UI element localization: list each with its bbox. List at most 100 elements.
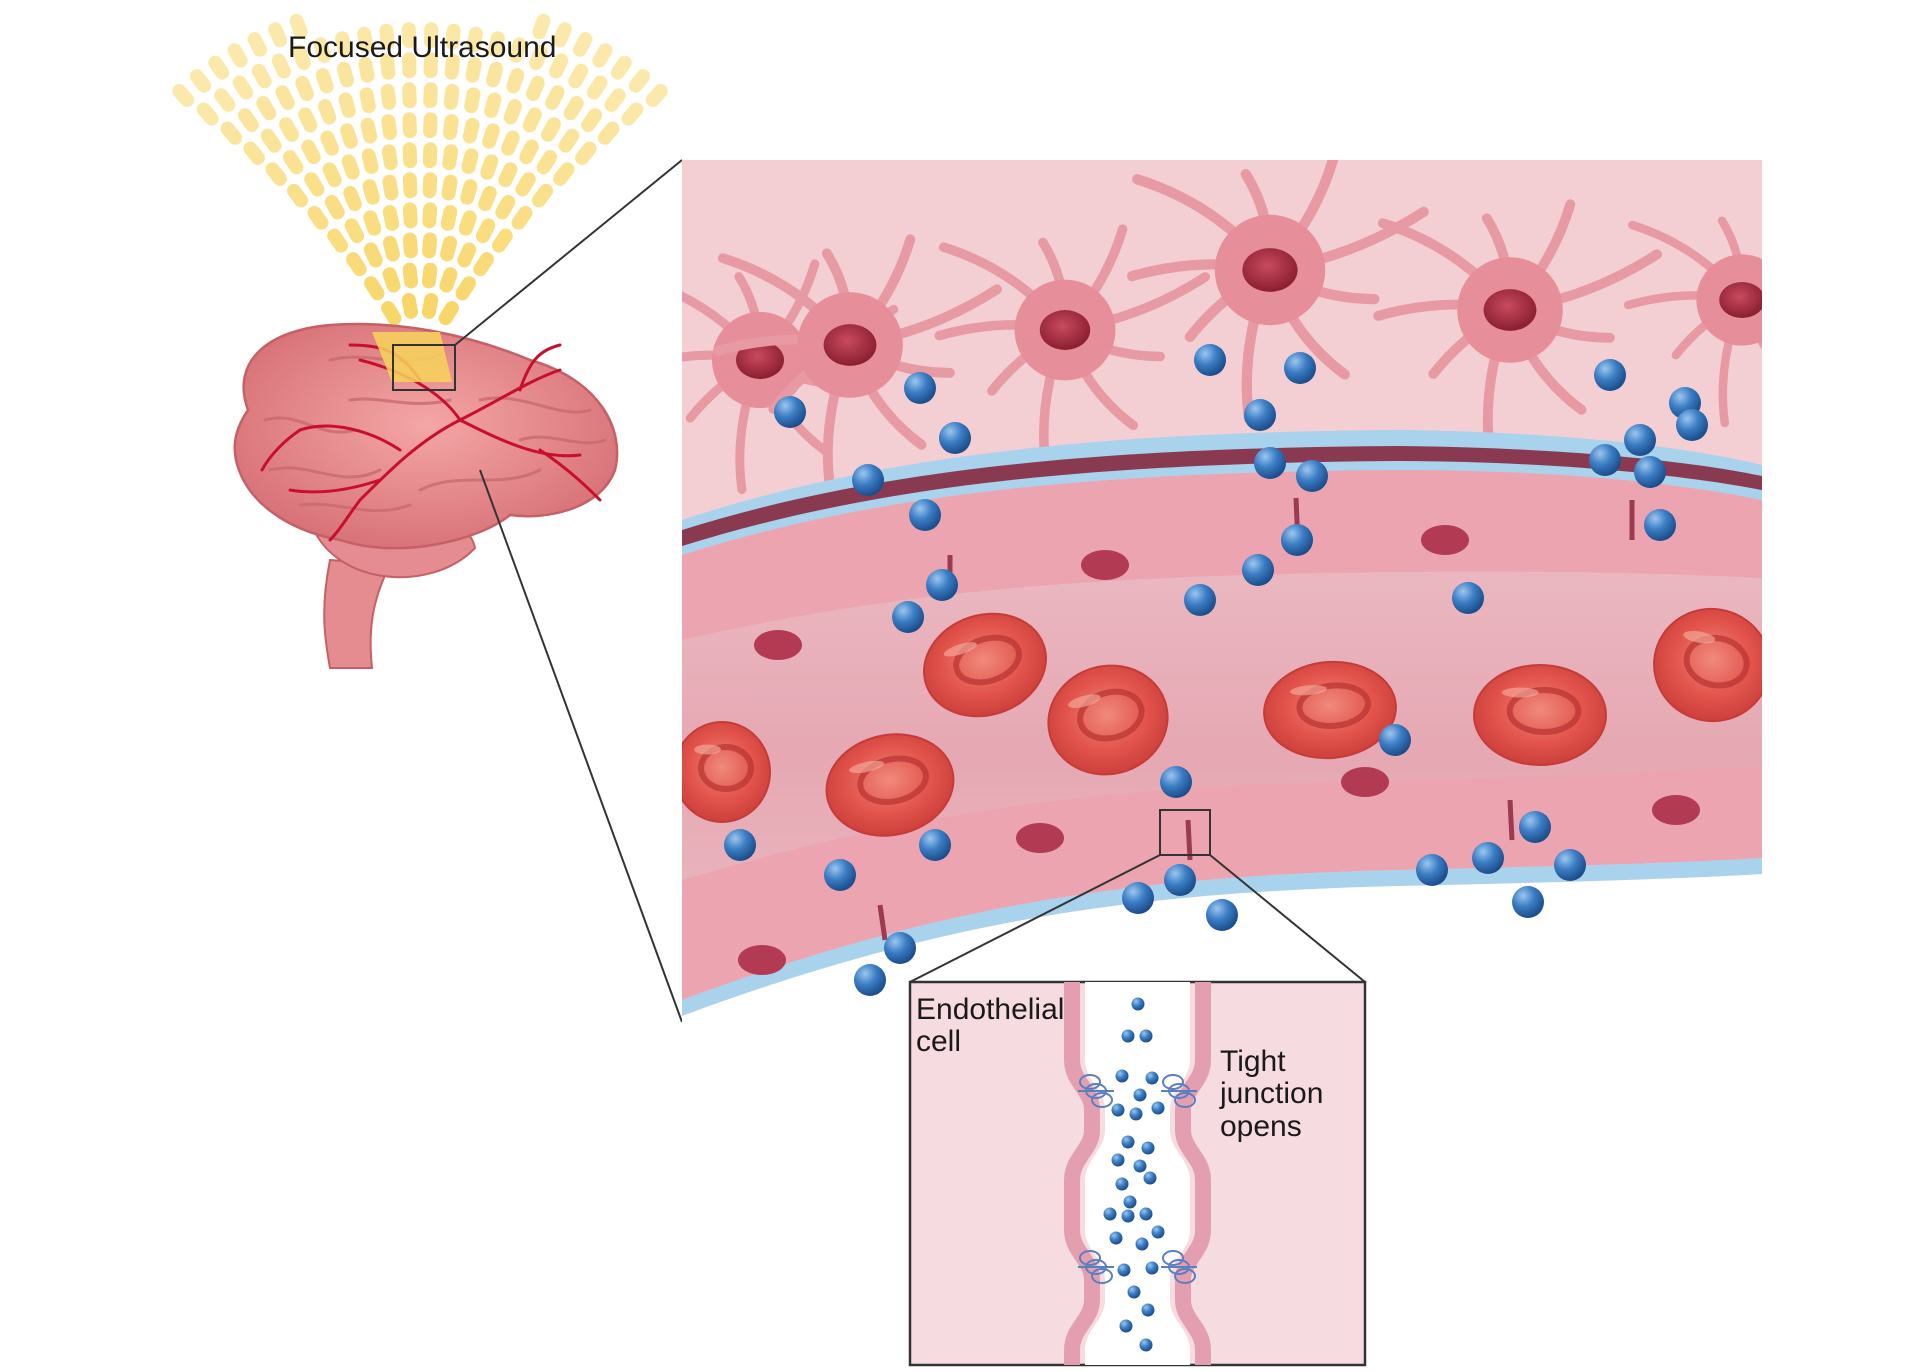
drug-particle-icon — [1111, 1153, 1125, 1167]
drug-particle-icon — [1512, 886, 1544, 918]
ultrasound-wave-dash — [440, 235, 458, 262]
ultrasound-wave-dash — [315, 68, 334, 94]
ultrasound-wave-dash — [592, 43, 613, 68]
ultrasound-wave-dash — [421, 293, 439, 319]
ultrasound-wave-dash — [271, 53, 291, 79]
ultrasound-wave-dash — [460, 179, 478, 205]
red-blood-cell-icon — [682, 721, 771, 823]
ultrasound-wave-dash — [466, 26, 483, 53]
ultrasound-wave-dash — [275, 85, 295, 110]
astrocyte-icon — [713, 234, 1002, 493]
upper-endothelium — [682, 470, 1762, 680]
ultrasound-wave-dash — [360, 117, 378, 144]
ultrasound-wave-dash — [265, 162, 287, 186]
drug-particle-icon — [1472, 842, 1504, 874]
ultrasound-wave-dash — [423, 82, 438, 109]
ultrasound-wave-dash — [628, 69, 651, 93]
ultrasound-wave-dash — [382, 205, 400, 231]
drug-particle-icon — [1194, 344, 1226, 376]
drug-particle-icon — [1452, 582, 1484, 614]
red-blood-cell-icon — [825, 733, 955, 837]
drug-particle-icon — [1644, 509, 1676, 541]
astrocyte-icon — [934, 224, 1211, 471]
drug-particle-icon — [1145, 1071, 1159, 1085]
drug-particle-icon — [1133, 1088, 1147, 1102]
ultrasound-wave-dash — [464, 87, 481, 114]
drug-particle-icon — [1281, 524, 1313, 556]
ultrasound-wave-dash — [402, 262, 419, 289]
inset-line-left — [909, 854, 1161, 983]
astrocyte-icon — [1623, 216, 1762, 428]
ultrasound-wave-dash — [540, 117, 561, 142]
drug-particle-icon — [1634, 456, 1666, 488]
ultrasound-wave-dash — [445, 23, 461, 50]
ultrasound-wave-dash — [359, 87, 376, 114]
magnified-tissue-panel — [682, 160, 1762, 1022]
drug-particle-icon — [1139, 1207, 1153, 1221]
tight-junction-inset — [908, 980, 1367, 1367]
red-blood-cell-icon — [1653, 607, 1762, 723]
ultrasound-wave-dash — [172, 84, 195, 107]
ultrasound-wave-dash — [610, 55, 632, 80]
endothelial-nucleus — [754, 630, 802, 660]
ultrasound-wave-dash — [292, 44, 311, 70]
ultrasound-wave-dash — [322, 162, 342, 188]
ultrasound-wave-dash — [458, 210, 477, 236]
tight-junction-icon — [1078, 1250, 1114, 1284]
ultrasound-wave-dash — [220, 121, 243, 145]
drug-particle-icon — [1379, 724, 1411, 756]
ultrasound-wave-dash — [343, 185, 362, 212]
ultrasound-wave-dash — [307, 205, 329, 230]
drug-particle-icon — [1123, 1195, 1137, 1209]
ultrasound-wave-dash — [506, 68, 525, 94]
ultrasound-wave-dash — [189, 69, 212, 93]
ultrasound-wave-dash — [519, 139, 539, 165]
junction-cleft — [877, 904, 888, 941]
ultrasound-wave-dash — [526, 75, 545, 102]
drug-particle-icon — [1206, 899, 1238, 931]
ultrasound-wave-dash — [441, 174, 458, 201]
ultrasound-wave-dash — [484, 92, 502, 118]
red-blood-cell-icon — [1047, 664, 1169, 776]
drug-particle-icon — [1103, 1207, 1117, 1221]
ultrasound-wave-dash — [227, 43, 248, 68]
ultrasound-wave-dash — [313, 37, 332, 63]
ultrasound-wave-dash — [511, 205, 533, 230]
drug-particle-icon — [904, 372, 936, 404]
ultrasound-wave-dash — [531, 183, 554, 208]
ultrasound-wave-dash — [422, 172, 438, 199]
ultrasound-wave-dash — [508, 37, 527, 63]
drug-particle-icon — [1121, 1209, 1135, 1223]
drug-particle-icon — [939, 422, 971, 454]
ultrasound-wave-dash — [381, 144, 398, 171]
endothelial-nucleus — [1341, 767, 1389, 797]
drug-particle-icon — [1284, 352, 1316, 384]
drug-particle-icon — [884, 932, 916, 964]
ultrasound-wave-dash — [439, 267, 458, 293]
ultrasound-wave-dash — [422, 232, 438, 259]
ultrasound-wave-dash — [324, 194, 345, 220]
ultrasound-wave-dash — [364, 276, 385, 301]
ultrasound-wave-dash — [444, 53, 460, 80]
ultrasound-wave-dash — [621, 102, 644, 126]
drug-particle-icon — [1139, 1029, 1153, 1043]
junction-cleft — [1507, 799, 1515, 841]
drug-particle-icon — [1131, 997, 1145, 1011]
ultrasound-wave-dash — [380, 53, 396, 80]
ultrasound-wave-dash — [423, 22, 439, 49]
ultrasound-wave-dash — [475, 218, 496, 244]
drug-particle-icon — [1151, 1225, 1165, 1239]
ultrasound-wave-dash — [491, 228, 513, 253]
ultrasound-wave-dash — [358, 57, 375, 83]
tight-junction-icon — [1161, 1074, 1197, 1108]
drug-particle-icon — [1554, 849, 1586, 881]
drug-particle-icon — [1589, 444, 1621, 476]
drug-particle-icon — [1122, 882, 1154, 914]
endothelial-nucleus — [1652, 795, 1700, 825]
ultrasound-wave-dash — [549, 53, 569, 79]
drug-particle-icon — [1143, 1171, 1157, 1185]
ultrasound-wave-dash — [327, 228, 349, 253]
ultrasound-wave-dash — [320, 130, 339, 156]
drug-particle-icon — [1184, 584, 1216, 616]
ultrasound-wave-dash — [478, 185, 497, 212]
